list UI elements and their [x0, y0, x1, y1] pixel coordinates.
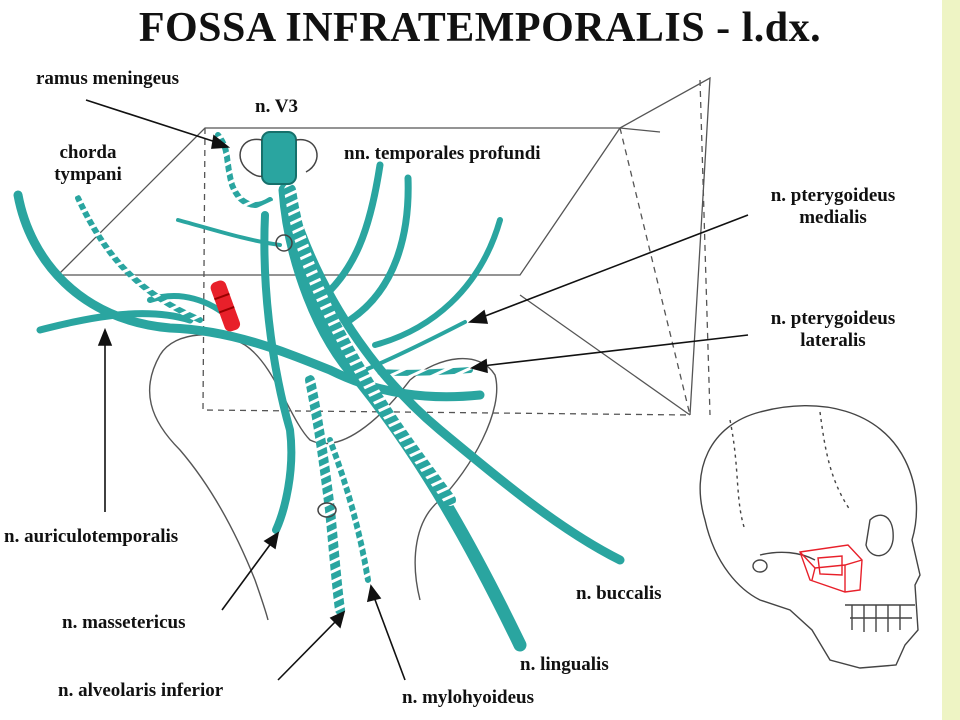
foramen-ovale-ring: [239, 138, 263, 178]
label-mylohyoideus: n. mylohyoideus: [402, 687, 534, 708]
page-title: FOSSA INFRATEMPORALIS - l.dx.: [138, 5, 822, 51]
label-alveolaris-inferior: n. alveolaris inferior: [58, 680, 224, 701]
label-pl-line2: lateralis: [800, 329, 866, 351]
fossa-box-outline: [56, 76, 711, 416]
artery-segment: [210, 280, 241, 332]
label-chorda-line2: tympani: [54, 163, 122, 185]
label-pterygoideus-medialis: n. pterygoideus medialis: [748, 185, 918, 229]
label-buccalis: n. buccalis: [576, 583, 662, 604]
label-massetericus: n. massetericus: [62, 612, 186, 633]
label-auriculotemporalis: n. auriculotemporalis: [4, 526, 179, 547]
nerve-branches: [13, 132, 625, 652]
v3-root: [261, 131, 297, 185]
label-pl-line1: n. pterygoideus: [770, 308, 896, 329]
label-pm-line1: n. pterygoideus: [770, 185, 896, 206]
label-n-v3: n. V3: [255, 96, 298, 117]
pointer-lines: [85, 99, 749, 681]
side-stripe: [942, 0, 960, 720]
skull-icon: [699, 405, 921, 669]
lingula-ring: [317, 502, 337, 518]
label-chorda-line1: chorda: [59, 142, 117, 163]
otic-ganglion: [275, 234, 293, 252]
label-lingualis: n. lingualis: [520, 654, 609, 675]
label-pm-line2: medialis: [799, 206, 867, 228]
label-chorda-tympani: chorda tympani: [38, 142, 138, 186]
label-ramus-meningeus: ramus meningeus: [36, 68, 180, 89]
label-pterygoideus-lateralis: n. pterygoideus lateralis: [748, 308, 918, 352]
label-temporales-profundi: nn. temporales profundi: [344, 143, 541, 164]
skull-fossa-highlight: [799, 544, 863, 593]
